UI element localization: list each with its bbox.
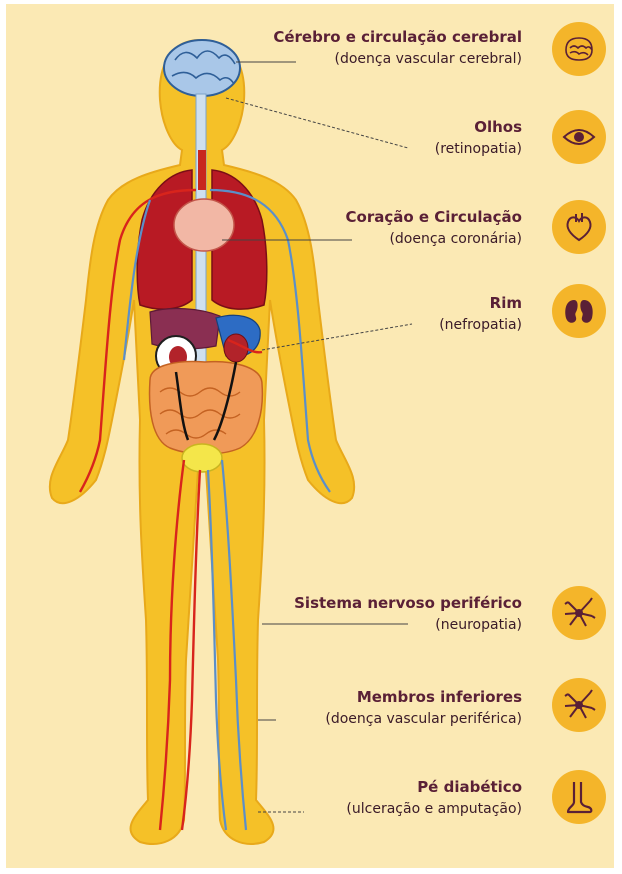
label-nervous: Sistema nervoso periférico (neuropatia) bbox=[294, 592, 522, 636]
label-title: Pé diabético bbox=[346, 776, 522, 798]
heart-icon bbox=[552, 200, 606, 254]
kidney-icon bbox=[552, 284, 606, 338]
eye-icon bbox=[552, 110, 606, 164]
label-subtitle: (ulceração e amputação) bbox=[346, 798, 522, 820]
label-title: Rim bbox=[439, 292, 522, 314]
label-heart: Coração e Circulação (doença coronária) bbox=[346, 206, 522, 250]
label-eyes: Olhos (retinopatia) bbox=[435, 116, 522, 160]
label-subtitle: (retinopatia) bbox=[435, 138, 522, 160]
label-kidney: Rim (nefropatia) bbox=[439, 292, 522, 336]
label-subtitle: (doença vascular cerebral) bbox=[273, 48, 522, 70]
heart-organ bbox=[174, 199, 234, 251]
intestines-organ bbox=[150, 362, 263, 454]
brain-icon bbox=[552, 22, 606, 76]
label-title: Membros inferiores bbox=[325, 686, 522, 708]
label-lower-limbs: Membros inferiores (doença vascular peri… bbox=[325, 686, 522, 730]
neuron-icon bbox=[552, 678, 606, 732]
label-title: Sistema nervoso periférico bbox=[294, 592, 522, 614]
label-subtitle: (neuropatia) bbox=[294, 614, 522, 636]
label-subtitle: (doença coronária) bbox=[346, 228, 522, 250]
foot-icon bbox=[552, 770, 606, 824]
bladder-organ bbox=[182, 444, 222, 472]
trachea bbox=[198, 150, 206, 190]
label-diabetic-foot: Pé diabético (ulceração e amputação) bbox=[346, 776, 522, 820]
label-subtitle: (nefropatia) bbox=[439, 314, 522, 336]
neuron-icon bbox=[552, 586, 606, 640]
label-title: Olhos bbox=[435, 116, 522, 138]
label-title: Cérebro e circulação cerebral bbox=[273, 26, 522, 48]
label-subtitle: (doença vascular periférica) bbox=[325, 708, 522, 730]
label-title: Coração e Circulação bbox=[346, 206, 522, 228]
brain-organ bbox=[164, 40, 240, 96]
label-brain: Cérebro e circulação cerebral (doença va… bbox=[273, 26, 522, 70]
